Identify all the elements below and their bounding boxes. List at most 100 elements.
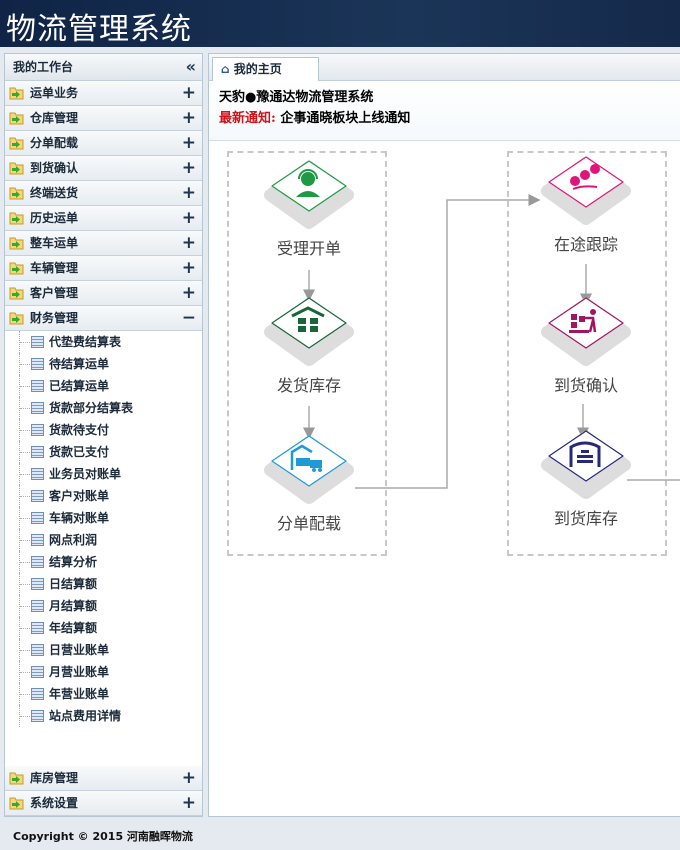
finance-item[interactable]: 货款部分结算表	[5, 397, 202, 419]
menu-label: 终端送货	[30, 186, 79, 200]
flow-step[interactable]: 到货库存	[536, 425, 636, 529]
sidebar-menu-sidebar.menus1[interactable]: 仓库管理+	[5, 106, 202, 131]
company-name: 天豹●豫通达物流管理系统	[219, 90, 374, 105]
folder-arrow-icon	[9, 237, 24, 250]
notice-link[interactable]: 企事通晓板块上线通知	[280, 111, 411, 126]
folder-arrow-icon	[9, 187, 24, 200]
sidebar-menu-sidebar.bottom_menus0[interactable]: 库房管理 +	[5, 766, 202, 791]
list-icon	[31, 402, 44, 414]
flow-step[interactable]: 分单配载	[259, 430, 359, 534]
finance-item[interactable]: 已结算运单	[5, 375, 202, 397]
expand-icon[interactable]: +	[181, 258, 196, 278]
home-icon: ⌂	[221, 62, 230, 76]
finance-item[interactable]: 月营业账单	[5, 661, 202, 683]
list-icon	[31, 358, 44, 370]
worker-icon	[541, 297, 631, 366]
workflow-diagram: 受理开单发货库存分单配载 在途跟踪到货确认到货库存	[209, 142, 680, 662]
sidebar-menu-sidebar.menus9[interactable]: 财务管理 −	[5, 306, 202, 331]
finance-item[interactable]: 代垫费结算表	[5, 331, 202, 353]
finance-item[interactable]: 业务员对账单	[5, 463, 202, 485]
menu-label: 库房管理	[30, 771, 79, 785]
sidebar-title: 我的工作台	[13, 60, 74, 74]
folder-arrow-icon	[9, 262, 24, 275]
expand-icon[interactable]: +	[181, 793, 196, 813]
finance-item-label: 已结算运单	[49, 379, 110, 393]
collapse-icon[interactable]: «	[185, 57, 196, 76]
finance-item[interactable]: 货款已支付	[5, 441, 202, 463]
sidebar-menu-sidebar.menus0[interactable]: 运单业务+	[5, 81, 202, 106]
sidebar-menu-sidebar.menus5[interactable]: 历史运单+	[5, 206, 202, 231]
menu-label: 到货确认	[30, 161, 79, 175]
list-icon	[31, 424, 44, 436]
finance-item-label: 网点利润	[49, 533, 98, 547]
expand-icon[interactable]: +	[181, 83, 196, 103]
finance-item[interactable]: 年营业账单	[5, 683, 202, 705]
finance-item[interactable]: 网点利润	[5, 529, 202, 551]
flow-step-label: 受理开单	[276, 239, 341, 258]
expand-icon[interactable]: +	[181, 108, 196, 128]
finance-item[interactable]: 年结算额	[5, 617, 202, 639]
finance-item-label: 待结算运单	[49, 357, 110, 371]
list-icon	[31, 578, 44, 590]
finance-item[interactable]: 站点费用详情	[5, 705, 202, 727]
sidebar-menu-sidebar.menus3[interactable]: 到货确认 +	[5, 156, 202, 181]
folder-arrow-icon	[9, 797, 24, 810]
flow-step[interactable]: 在途跟踪	[536, 151, 636, 255]
warehouse-icon	[264, 297, 354, 366]
sidebar-menu-sidebar.menus2[interactable]: 分单配载 +	[5, 131, 202, 156]
finance-item[interactable]: 货款待支付	[5, 419, 202, 441]
tab-bar: ⌂ 我的主页	[209, 54, 680, 81]
sidebar-header: 我的工作台 «	[5, 54, 202, 81]
menu-label: 客户管理	[30, 286, 79, 300]
expand-icon[interactable]: +	[181, 133, 196, 153]
finance-item[interactable]: 结算分析	[5, 551, 202, 573]
flow-group-right	[507, 151, 667, 556]
expand-icon[interactable]: +	[181, 233, 196, 253]
folder-arrow-icon	[9, 312, 24, 325]
finance-item-label: 车辆对账单	[49, 511, 110, 525]
headset-icon	[264, 160, 354, 229]
expand-icon[interactable]: +	[181, 208, 196, 228]
sidebar-menu-sidebar.menus7[interactable]: 车辆管理+	[5, 256, 202, 281]
sidebar-menu-sidebar.bottom_menus1[interactable]: 系统设置+	[5, 791, 202, 816]
expand-icon[interactable]: +	[181, 183, 196, 203]
folder-arrow-icon	[9, 162, 24, 175]
expand-icon[interactable]: +	[181, 158, 196, 178]
finance-item[interactable]: 待结算运单	[5, 353, 202, 375]
finance-item-label: 年营业账单	[49, 687, 110, 701]
storage-icon	[541, 430, 631, 499]
app-title: 物流管理系统	[6, 12, 192, 47]
sidebar-menu-sidebar.menus8[interactable]: 客户管理 +	[5, 281, 202, 306]
sidebar-menu-sidebar.menus4[interactable]: 终端送货 +	[5, 181, 202, 206]
expand-icon[interactable]: +	[181, 283, 196, 303]
finance-item[interactable]: 月结算额	[5, 595, 202, 617]
finance-item-label: 结算分析	[49, 555, 98, 569]
finance-item[interactable]: 车辆对账单	[5, 507, 202, 529]
list-icon	[31, 468, 44, 480]
menu-label: 财务管理	[30, 311, 79, 325]
flow-step-label: 分单配载	[276, 514, 341, 533]
footer: Copyright © 2015 河南融晖物流	[13, 830, 193, 843]
menu-label: 分单配载	[30, 136, 79, 150]
folder-arrow-icon	[9, 112, 24, 125]
tab-home[interactable]: ⌂ 我的主页	[212, 57, 319, 81]
collapse-icon[interactable]: −	[181, 308, 196, 328]
folder-arrow-icon	[9, 87, 24, 100]
sidebar-menu-sidebar.menus6[interactable]: 整车运单+	[5, 231, 202, 256]
list-icon	[31, 336, 44, 348]
list-icon	[31, 600, 44, 612]
finance-item[interactable]: 客户对账单	[5, 485, 202, 507]
folder-arrow-icon	[9, 772, 24, 785]
finance-item-label: 日结算额	[49, 577, 98, 591]
finance-item[interactable]: 日营业账单	[5, 639, 202, 661]
flow-group-left	[227, 151, 387, 556]
notice-label: 最新通知:	[219, 111, 276, 126]
finance-item-label: 月结算额	[49, 599, 98, 613]
flow-step[interactable]: 到货确认	[536, 292, 636, 396]
flow-step[interactable]: 发货库存	[259, 292, 359, 396]
folder-arrow-icon	[9, 287, 24, 300]
flow-step[interactable]: 受理开单	[259, 155, 359, 259]
expand-icon[interactable]: +	[181, 768, 196, 788]
finance-item[interactable]: 日结算额	[5, 573, 202, 595]
flow-step-label: 发货库存	[276, 376, 341, 395]
